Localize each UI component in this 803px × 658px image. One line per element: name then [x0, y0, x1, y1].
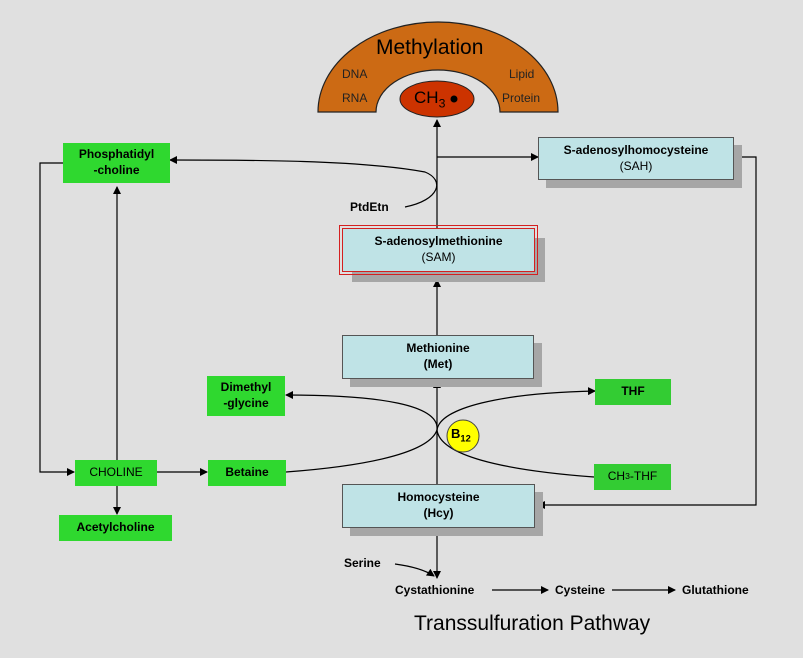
hcy-line1: Homocysteine	[397, 490, 480, 505]
ch3thf-sub: 3	[625, 471, 630, 482]
methyl-dot	[450, 95, 458, 103]
hcy-line2: (Hcy)	[423, 506, 454, 520]
dna-label: DNA	[342, 67, 368, 81]
arrow-ptdetn-to-pc	[169, 156, 438, 208]
methionine-node: Methionine (Met)	[342, 335, 534, 379]
ch3-sub: 3	[438, 96, 446, 111]
b12-circle	[446, 419, 480, 453]
ch3-label: CH3	[414, 88, 445, 110]
ch3-oval	[399, 80, 475, 118]
thf-node: THF	[595, 379, 671, 405]
met-line2: (Met)	[423, 357, 453, 371]
methylation-title: Methylation	[376, 36, 484, 59]
ch3thf-prefix: CH	[607, 469, 626, 484]
pc-line2: -choline	[93, 163, 140, 177]
serine-label: Serine	[344, 556, 381, 570]
sam-line1: S-adenosylmethionine	[374, 234, 503, 249]
ch3-text: CH	[414, 88, 439, 107]
sam-node: S-adenosylmethionine (SAM)	[339, 225, 538, 275]
ptdetn-label: PtdEtn	[350, 200, 389, 214]
arrow-betaine-to-dmg	[285, 391, 438, 473]
ch3thf-suffix: -THF	[629, 469, 658, 484]
dmg-line2: -glycine	[223, 396, 269, 410]
arrow-sah-to-hcy	[537, 156, 757, 509]
phosphatidylcholine-node: Phosphatidyl -choline	[63, 143, 170, 183]
cystathionine-label: Cystathionine	[395, 583, 475, 597]
homocysteine-node: Homocysteine (Hcy)	[342, 484, 535, 528]
arrow-ch3thf-to-thf	[436, 387, 596, 478]
sah-line2: (SAH)	[619, 158, 653, 173]
cysteine-label: Cysteine	[555, 583, 606, 597]
sah-node: S-adenosylhomocysteine (SAH)	[538, 137, 734, 180]
acetylcholine-node: Acetylcholine	[59, 515, 172, 541]
dimethylglycine-node: Dimethyl -glycine	[207, 376, 285, 416]
arrow-serine	[394, 563, 435, 577]
dmg-line1: Dimethyl	[220, 380, 272, 395]
betaine-node: Betaine	[208, 460, 286, 486]
b12-sub: 12	[460, 433, 471, 444]
pathway-title: Transsulfuration Pathway	[414, 612, 651, 635]
glutathione-label: Glutathione	[682, 583, 749, 597]
methylation-arch	[317, 21, 559, 113]
lipid-label: Lipid	[509, 67, 535, 81]
choline-node: CHOLINE	[75, 460, 157, 486]
arrow-pc-to-choline	[39, 162, 75, 476]
sam-line2: (SAM)	[421, 250, 456, 264]
protein-label: Protein	[502, 91, 541, 105]
sah-line1: S-adenosylhomocysteine	[563, 142, 709, 157]
b12-text: B	[451, 426, 461, 441]
rna-label: RNA	[342, 91, 368, 105]
b12-label: B12	[451, 426, 471, 444]
met-line1: Methionine	[406, 341, 470, 356]
pc-line1: Phosphatidyl	[78, 147, 155, 162]
